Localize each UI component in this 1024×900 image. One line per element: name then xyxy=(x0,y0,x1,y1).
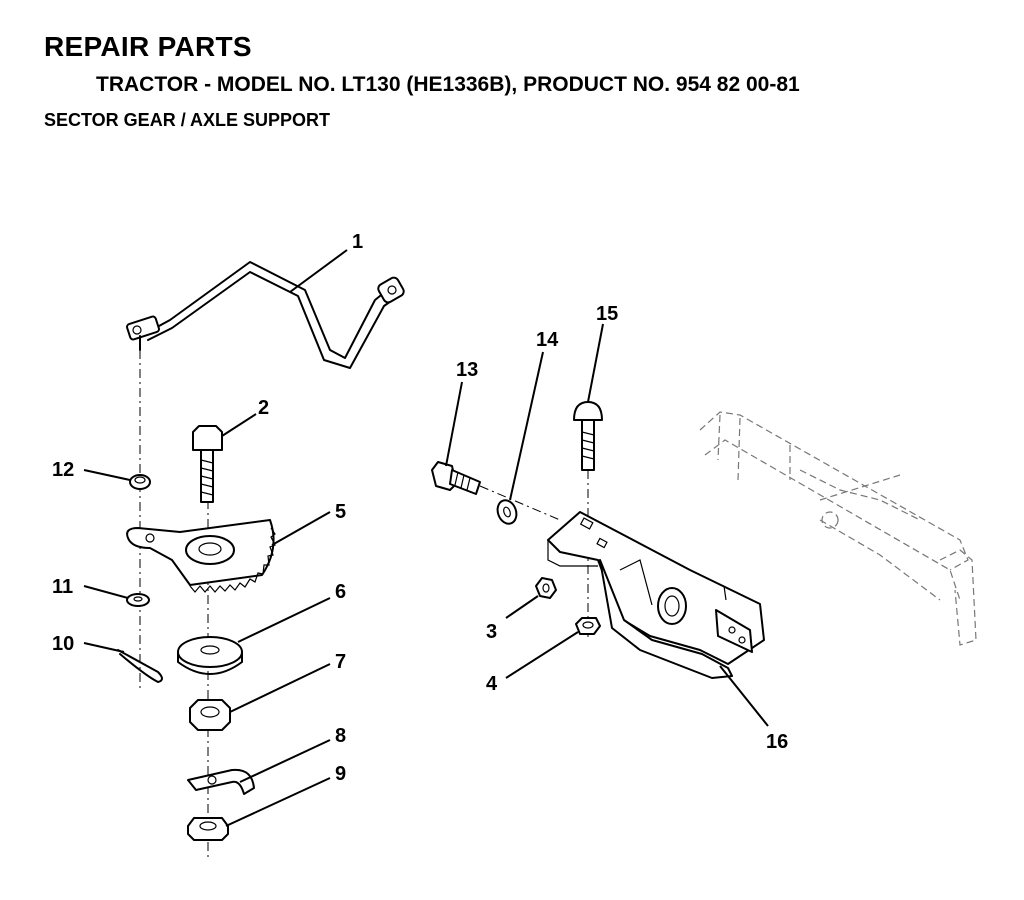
callout-5: 5 xyxy=(335,501,346,523)
part-4-nut xyxy=(575,617,601,635)
leader-2 xyxy=(221,413,257,437)
callout-13: 13 xyxy=(456,359,478,381)
leader-16 xyxy=(719,665,769,727)
part-15-carriage-bolt xyxy=(573,401,603,471)
section-title: SECTOR GEAR / AXLE SUPPORT xyxy=(44,110,331,130)
callout-7: 7 xyxy=(335,651,346,673)
page-title: REPAIR PARTS xyxy=(44,31,252,62)
part-3-nut xyxy=(535,577,557,599)
leader-13 xyxy=(445,381,463,467)
part-11-washer xyxy=(126,593,150,607)
leader-3 xyxy=(505,595,539,619)
part-9-nut xyxy=(187,817,229,841)
leader-7 xyxy=(229,663,331,713)
leader-15 xyxy=(587,323,604,403)
part-10-cotter-pin xyxy=(117,649,163,683)
leader-8 xyxy=(239,739,331,783)
callout-1: 1 xyxy=(352,231,363,253)
part-12-nut xyxy=(129,474,151,490)
part-7-hex-nut xyxy=(189,699,231,731)
callout-15: 15 xyxy=(596,303,618,325)
bolt-13-centerline xyxy=(479,485,561,521)
leader-1 xyxy=(289,249,348,293)
part-13-hex-bolt xyxy=(431,461,481,495)
part-14-washer xyxy=(496,499,518,525)
callout-10: 10 xyxy=(52,633,74,655)
leader-6 xyxy=(237,597,331,643)
callout-6: 6 xyxy=(335,581,346,603)
callout-2: 2 xyxy=(258,397,269,419)
part-5-sector-gear xyxy=(126,519,276,593)
part-1-drag-link xyxy=(126,261,405,369)
part-6-large-washer xyxy=(177,636,243,675)
leader-5 xyxy=(271,511,331,546)
axle-phantom-outline xyxy=(699,411,977,646)
callout-3: 3 xyxy=(486,621,497,643)
callout-12: 12 xyxy=(52,459,74,481)
callout-16: 16 xyxy=(766,731,788,753)
part-2-bolt xyxy=(192,425,223,503)
model-subtitle: TRACTOR - MODEL NO. LT130 (HE1336B), PRO… xyxy=(96,73,800,96)
callout-8: 8 xyxy=(335,725,346,747)
leader-9 xyxy=(225,777,331,827)
callout-14: 14 xyxy=(536,329,559,351)
callout-9: 9 xyxy=(335,763,346,785)
leader-11 xyxy=(83,585,129,599)
part-8-clamp xyxy=(187,768,255,795)
callout-11: 11 xyxy=(52,576,73,598)
leader-10 xyxy=(83,642,125,653)
leader-4 xyxy=(505,631,579,679)
leader-14 xyxy=(509,351,544,501)
part-16-axle-support xyxy=(547,511,765,679)
callout-4: 4 xyxy=(486,673,498,695)
leader-12 xyxy=(83,469,131,481)
